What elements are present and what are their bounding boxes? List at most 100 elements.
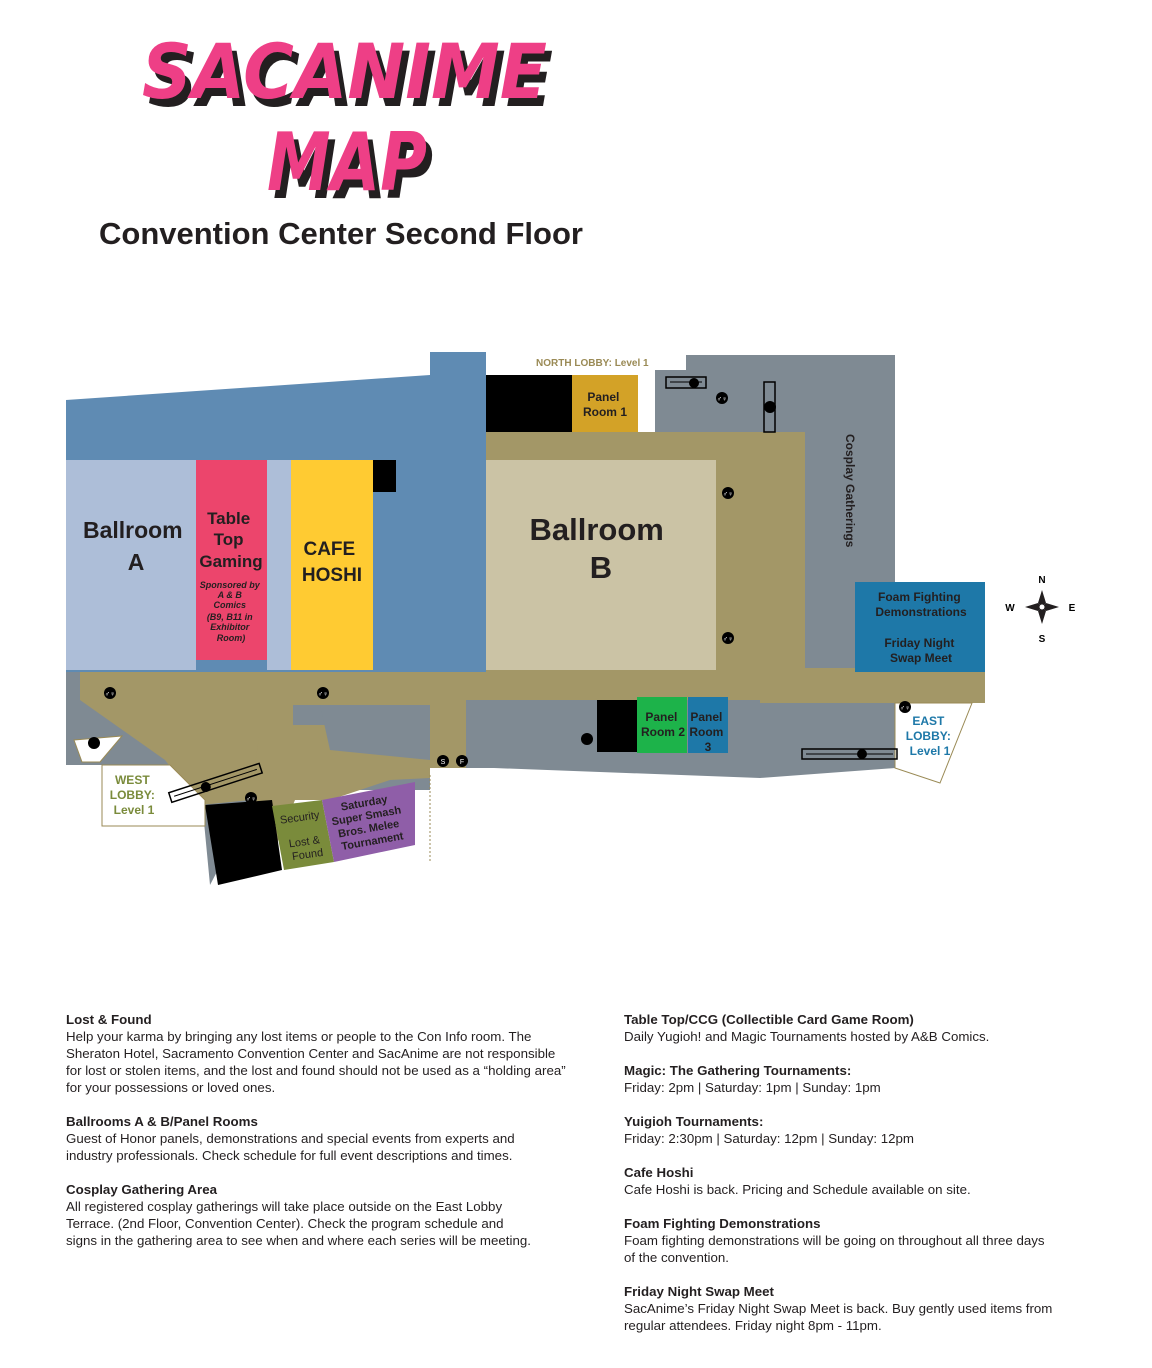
compass-north: N	[1038, 575, 1045, 586]
cafe-hoshi-label: CAFE HOSHI	[302, 539, 362, 586]
info-heading: Cosplay Gathering Area	[66, 1182, 217, 1197]
svg-text:♂♀: ♂♀	[318, 691, 329, 698]
service-block-north	[486, 375, 572, 432]
escalator-icon	[665, 376, 707, 389]
info-line: Cafe Hoshi is back. Pricing and Schedule…	[624, 1182, 971, 1197]
svg-text:S: S	[441, 759, 446, 766]
foam-fighting-label: Foam Fighting Demonstrations	[875, 590, 967, 619]
escalator-icon	[801, 748, 898, 760]
info-line: SacAnime’s Friday Night Swap Meet is bac…	[624, 1301, 1053, 1316]
ballroom-a-strip	[267, 460, 291, 670]
escalator-icon	[88, 737, 100, 749]
escalator-icon	[763, 381, 776, 433]
north-lobby-label: NORTH LOBBY: Level 1	[536, 358, 649, 369]
ballroom-a[interactable]	[66, 460, 196, 670]
super-smash-tournament[interactable]	[322, 782, 415, 862]
compass-west: W	[1005, 603, 1015, 614]
svg-text:♂♀: ♂♀	[105, 691, 116, 698]
east-lobby-label: EAST LOBBY: Level 1	[906, 714, 954, 758]
restroom-icon: ♂♀	[317, 687, 329, 699]
logo-line2: MAP	[267, 116, 427, 208]
info-line: signs in the gathering area to see when …	[66, 1233, 531, 1248]
info-body: Daily Yugioh! and Magic Tournaments host…	[624, 1028, 1104, 1045]
escalator-icon	[167, 762, 264, 804]
panel-room-2-label: Panel Room 2	[641, 710, 685, 739]
info-body: Friday: 2pm | Saturday: 1pm | Sunday: 1p…	[624, 1079, 1104, 1096]
svg-text:♂♀: ♂♀	[900, 705, 911, 712]
info-line: industry professionals. Check schedule f…	[66, 1148, 513, 1163]
stairs-icon	[581, 733, 593, 745]
info-line: Friday: 2:30pm | Saturday: 12pm | Sunday…	[624, 1131, 914, 1146]
restroom-icon: ♂♀	[245, 792, 257, 804]
service-block-cafe	[373, 460, 396, 492]
floor-map: NORTH LOBBY: Level 1 Panel Room 1 Ballro…	[66, 352, 1076, 885]
svg-text:♂♀: ♂♀	[723, 491, 734, 498]
info-body: Guest of Honor panels, demonstrations an…	[66, 1130, 611, 1164]
restroom-icon: ♂♀	[899, 701, 911, 713]
info-heading: Ballrooms A & B/Panel Rooms	[66, 1114, 258, 1129]
security-label: Security	[279, 809, 321, 826]
panel-room-2[interactable]	[637, 697, 687, 753]
east-lobby[interactable]	[894, 702, 973, 784]
logo-line1: SACANIME	[142, 27, 547, 116]
info-heading: Lost & Found	[66, 1012, 152, 1027]
info-body: Foam fighting demonstrations will be goi…	[624, 1232, 1104, 1266]
lost-found-label: Lost & Found	[288, 834, 325, 864]
svg-text:♂♀: ♂♀	[246, 796, 257, 803]
panel-room-3[interactable]	[688, 697, 728, 753]
info-heading: Cafe Hoshi	[624, 1165, 694, 1180]
info-heading: Yuigioh Tournaments:	[624, 1114, 764, 1129]
info-right-column: Table Top/CCG (Collectible Card Game Roo…	[624, 1011, 1104, 1351]
info-line: Guest of Honor panels, demonstrations an…	[66, 1131, 515, 1146]
info-line: regular attendees. Friday night 8pm - 11…	[624, 1318, 882, 1333]
west-notch	[73, 735, 124, 763]
info-heading: Foam Fighting Demonstrations	[624, 1216, 821, 1231]
north-lobby-bg	[486, 352, 686, 370]
info-line: Help your karma by bringing any lost ite…	[66, 1029, 532, 1044]
info-line: Terrace. (2nd Floor, Convention Center).…	[66, 1216, 504, 1231]
ballroom-b[interactable]	[486, 460, 716, 670]
gray-block-corridor	[320, 705, 430, 760]
swap-meet-label: Friday Night Swap Meet	[884, 636, 957, 665]
restroom-icon: ♂♀	[104, 687, 116, 699]
stairs-icon: F	[456, 755, 468, 767]
west-lobby[interactable]	[101, 764, 206, 827]
info-line: of the convention.	[624, 1250, 729, 1265]
info-body: SacAnime’s Friday Night Swap Meet is bac…	[624, 1300, 1104, 1334]
table-top-sponsor: Sponsored by A & B Comics (B9, B11 in Ex…	[200, 580, 263, 643]
svg-text:♂♀: ♂♀	[717, 396, 728, 403]
table-top-label: Table Top Gaming	[199, 509, 262, 571]
foam-fighting-area[interactable]	[855, 582, 985, 672]
info-body: Help your karma by bringing any lost ite…	[66, 1028, 611, 1096]
ballroom-a-label: Ballroom A	[83, 517, 189, 575]
elevator-icon: S	[437, 755, 449, 767]
panel-room-3-label: Panel Room 3	[689, 710, 726, 754]
restroom-icon: ♂♀	[722, 632, 734, 644]
compass-south: S	[1039, 634, 1046, 645]
info-heading: Table Top/CCG (Collectible Card Game Roo…	[624, 1012, 914, 1027]
cosplay-gatherings-label: Cosplay Gatherings	[843, 434, 857, 548]
compass-east: E	[1069, 603, 1076, 614]
compass-icon	[1025, 590, 1059, 624]
logo-shadow-line2: MAP	[273, 124, 433, 208]
logo-shadow-line1: SACANIME	[148, 35, 553, 124]
cafe-hoshi[interactable]	[291, 460, 373, 670]
service-block-west	[205, 800, 282, 885]
page-subtitle: Convention Center Second Floor	[99, 216, 583, 251]
info-line: for lost or stolen items, and the lost a…	[66, 1063, 566, 1078]
info-body: Cafe Hoshi is back. Pricing and Schedule…	[624, 1181, 1104, 1198]
info-line: for your possessions or loved ones.	[66, 1080, 276, 1095]
info-line: All registered cosplay gatherings will t…	[66, 1199, 503, 1214]
service-block-mid	[597, 700, 637, 752]
security-lost-found[interactable]	[272, 800, 334, 870]
info-heading: Friday Night Swap Meet	[624, 1284, 774, 1299]
info-body: All registered cosplay gatherings will t…	[66, 1198, 611, 1249]
info-line: Friday: 2pm | Saturday: 1pm | Sunday: 1p…	[624, 1080, 881, 1095]
info-line: Sheraton Hotel, Sacramento Convention Ce…	[66, 1046, 556, 1061]
restroom-icon: ♂♀	[716, 392, 728, 404]
table-top-gaming[interactable]	[196, 460, 267, 660]
west-lobby-label: WEST LOBBY: Level 1	[110, 773, 158, 817]
panel-room-1[interactable]	[572, 375, 638, 432]
restroom-icon: ♂♀	[722, 487, 734, 499]
